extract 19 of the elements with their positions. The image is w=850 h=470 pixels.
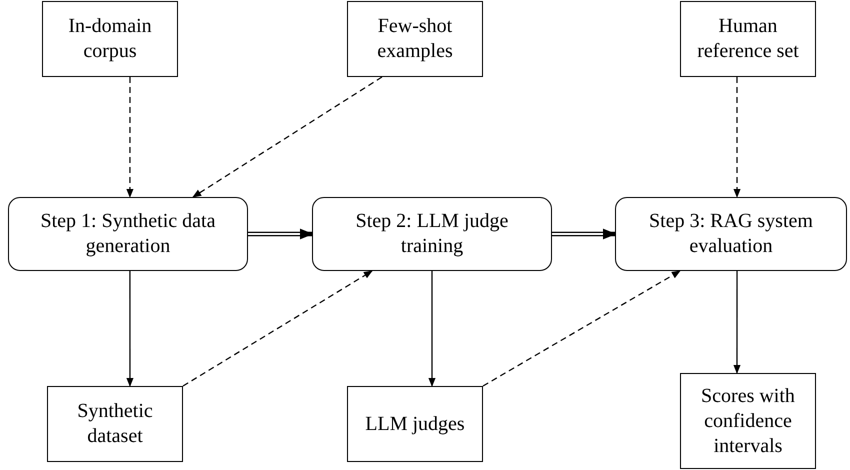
dashed-arrow <box>126 77 134 198</box>
dashed-arrow <box>192 76 382 198</box>
data-box: Synthetic dataset <box>47 386 183 462</box>
data-box: In-domain corpus <box>42 1 178 77</box>
dashed-arrow <box>733 77 741 198</box>
data-box: Scores with confidence intervals <box>680 373 816 469</box>
process-box: Step 3: RAG system evaluation <box>615 197 847 271</box>
dashed-arrow <box>482 270 681 387</box>
process-box: Step 1: Synthetic data generation <box>8 197 248 271</box>
double-arrow <box>248 228 314 240</box>
data-box: LLM judges <box>347 386 483 462</box>
arrow <box>733 271 741 374</box>
double-arrow <box>552 228 616 240</box>
arrow <box>126 271 134 387</box>
process-box: Step 2: LLM judge training <box>312 197 552 271</box>
arrow <box>428 271 436 387</box>
data-box: Human reference set <box>680 1 816 77</box>
data-box: Few-shot examples <box>347 1 483 77</box>
dashed-arrow <box>182 270 373 387</box>
